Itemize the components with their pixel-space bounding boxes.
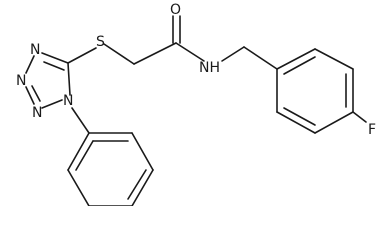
atom-label-layer: O S NH F N N N N [16, 2, 376, 138]
bond-tz-n3-n2-double [31, 85, 41, 102]
bond-tz-n3-n2 [25, 86, 35, 105]
bond-tz-c5-n4-double [43, 61, 65, 71]
bond-ph-inner-3 [75, 140, 94, 171]
bond-ch2-carbonyl [133, 42, 177, 65]
bond-tz-c5-s [67, 47, 97, 64]
bond-ring-a [276, 48, 316, 70]
bond-ring-d [314, 111, 354, 134]
bond-tz-n4-n3 [25, 55, 35, 74]
chemical-structure-diagram: O S NH F N N N N [16, 2, 376, 206]
atom-tetrazole-n2: N [32, 105, 42, 121]
atom-fluorine: F [368, 122, 376, 138]
bond-ring-e [276, 111, 316, 134]
atom-amide-nh: NH [199, 60, 220, 76]
bond-tz-n2-n1 [41, 99, 63, 109]
bond-layer [25, 15, 367, 206]
bond-ph-b [131, 132, 154, 171]
atom-sulfur: S [96, 34, 105, 50]
bond-n1-phenyl [71, 107, 90, 134]
bond-carbonyl-nh [175, 42, 205, 62]
bond-ring-inner-1 [283, 56, 316, 75]
bond-ring-b [314, 48, 354, 70]
bond-ring-inner-3 [283, 107, 316, 126]
bond-ph-e [67, 169, 90, 206]
atom-tetrazole-n4: N [30, 42, 40, 58]
bond-ph-c [131, 169, 154, 206]
bond-tz-n1-c5 [67, 62, 71, 96]
atom-oxygen: O [170, 2, 181, 18]
bond-ring-fluorine [352, 111, 367, 123]
bond-ch2-ring [243, 46, 278, 70]
atom-tetrazole-n3: N [16, 73, 26, 89]
bond-s-ch2 [103, 43, 135, 65]
bond-ph-inner-2 [127, 169, 147, 200]
bond-tz-c5-n4 [41, 52, 69, 64]
bond-ph-f [67, 132, 90, 171]
bond-nh-ch2 [221, 46, 245, 62]
atom-tetrazole-n1: N [63, 93, 73, 109]
